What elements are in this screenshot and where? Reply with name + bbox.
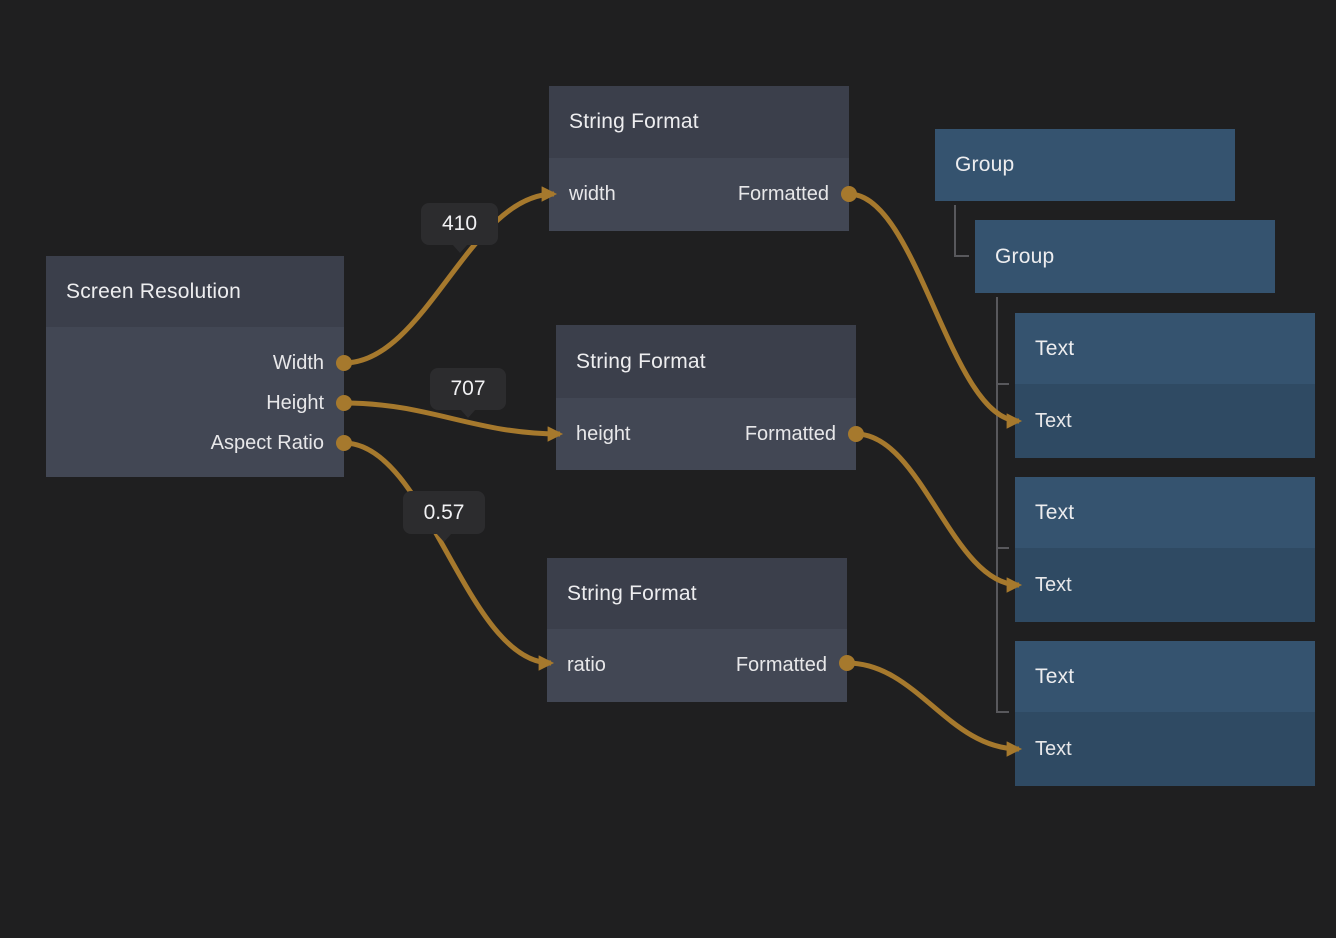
node-string-format-width[interactable]: String Format width Formatted <box>549 86 849 231</box>
input-port-text-label: Text <box>1035 573 1072 596</box>
wire-value-badge-height: 707 <box>430 368 506 410</box>
wire-formatted-to-text-height <box>855 431 1023 593</box>
node-string-format-height[interactable]: String Format height Formatted <box>556 325 856 470</box>
node-group-outer-title[interactable]: Group <box>935 129 1235 201</box>
node-screen-resolution-title[interactable]: Screen Resolution <box>46 256 344 327</box>
wire-value-aspect-ratio: 0.57 <box>423 500 465 524</box>
output-port-aspect-ratio-label: Aspect Ratio <box>210 432 324 454</box>
output-port-width-label: Width <box>272 352 324 374</box>
node-string-format-ratio-title[interactable]: String Format <box>547 558 847 629</box>
node-text-ratio-body: Text <box>1015 712 1315 786</box>
node-group-inner-title[interactable]: Group <box>975 220 1275 293</box>
output-port-formatted-label: Formatted <box>737 183 829 205</box>
input-port-text-label: Text <box>1035 409 1072 432</box>
node-text-height[interactable]: Text Text <box>1015 477 1315 622</box>
input-port-width-label: width <box>569 183 616 205</box>
tree-line-group-outer-to-inner <box>954 205 969 257</box>
node-screen-resolution[interactable]: Screen Resolution Width Height Aspect Ra… <box>46 256 344 477</box>
node-text-width-body: Text <box>1015 384 1315 458</box>
node-text-width[interactable]: Text Text <box>1015 313 1315 458</box>
input-port-height-label: height <box>576 422 631 445</box>
output-port-formatted-label: Formatted <box>735 654 827 676</box>
wire-value-height: 707 <box>450 377 486 400</box>
node-string-format-width-body: width Formatted <box>549 158 849 231</box>
tree-line-group-inner-children <box>996 297 1009 713</box>
node-text-ratio[interactable]: Text Text <box>1015 641 1315 786</box>
node-text-height-body: Text <box>1015 548 1315 622</box>
node-text-height-title[interactable]: Text <box>1015 477 1315 548</box>
node-screen-resolution-body: Width Height Aspect Ratio <box>46 327 344 477</box>
wire-aspect-ratio-to-string-format <box>343 440 555 671</box>
output-port-formatted-label: Formatted <box>744 422 836 445</box>
node-string-format-width-title[interactable]: String Format <box>549 86 849 158</box>
wire-value-width: 410 <box>441 212 478 235</box>
output-port-height-label: Height <box>266 392 324 414</box>
node-text-width-title[interactable]: Text <box>1015 313 1315 384</box>
node-string-format-ratio[interactable]: String Format ratio Formatted <box>547 558 847 702</box>
node-string-format-ratio-body: ratio Formatted <box>547 629 847 702</box>
node-group-inner[interactable]: Group <box>975 220 1275 293</box>
node-group-outer[interactable]: Group <box>935 129 1235 201</box>
input-port-ratio-label: ratio <box>567 654 606 676</box>
wire-value-badge-width: 410 <box>421 203 498 245</box>
node-text-ratio-title[interactable]: Text <box>1015 641 1315 712</box>
node-string-format-height-body: height Formatted <box>556 398 856 470</box>
wire-formatted-to-text-ratio <box>846 660 1023 757</box>
node-string-format-height-title[interactable]: String Format <box>556 325 856 398</box>
wire-value-badge-aspect-ratio: 0.57 <box>403 491 485 534</box>
input-port-text-label: Text <box>1035 737 1072 760</box>
